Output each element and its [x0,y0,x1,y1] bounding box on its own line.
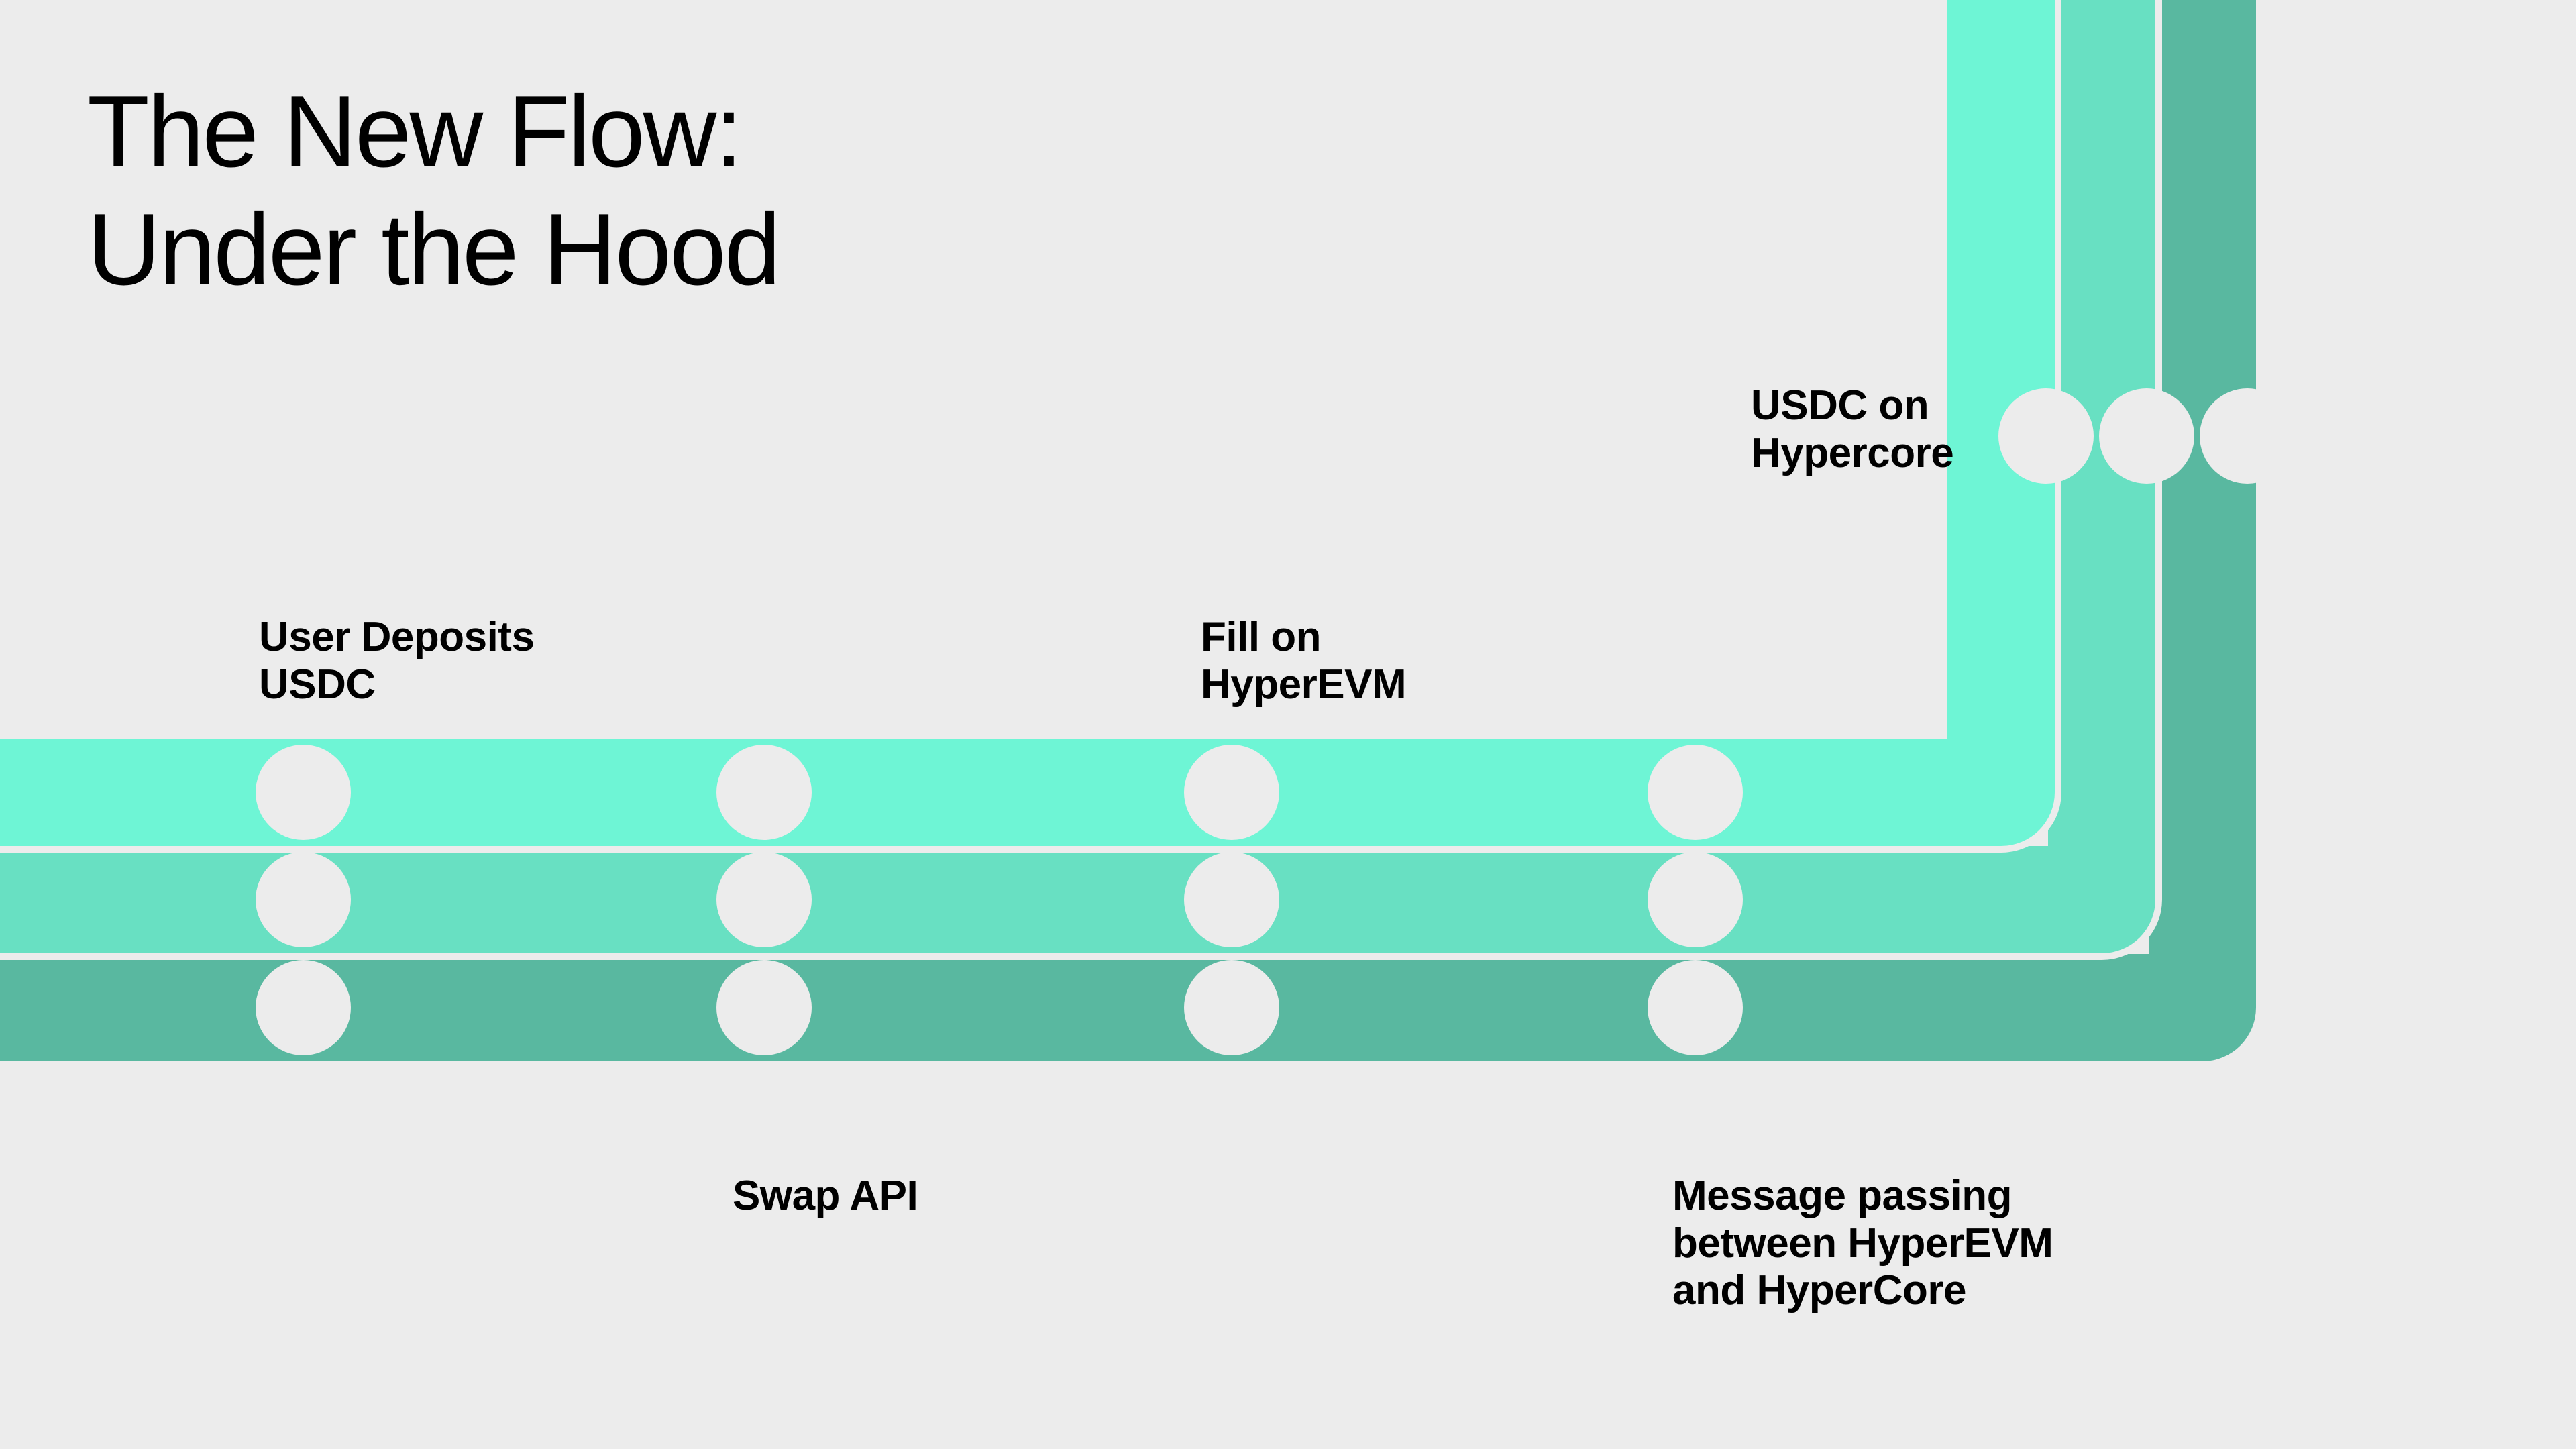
page-title-line-1: The New Flow: [87,74,743,189]
node-marker [2099,388,2194,484]
node-marker [716,960,812,1055]
node-marker [1184,852,1279,947]
node-marker [1648,745,1743,840]
flow-lane-2 [0,0,2155,953]
node-marker [1998,388,2094,484]
node-marker [256,960,351,1055]
node-marker [256,852,351,947]
label-fill-on-hyperevm: Fill on HyperEVM [1201,614,1407,708]
node-marker [716,745,812,840]
node-marker [2200,388,2295,484]
page-title-line-2: Under the Hood [87,193,781,307]
node-marker [1184,960,1279,1055]
node-marker [1648,960,1743,1055]
label-usdc-on-hypercore: USDC on Hypercore [1751,382,1954,476]
label-user-deposits: User Deposits USDC [259,614,535,708]
node-marker [256,745,351,840]
flow-lane-1 [0,0,2055,846]
label-message-passing: Message passing between HyperEVM and Hyp… [1672,1173,2053,1314]
node-marker [1648,852,1743,947]
page-title: The New Flow: Under the Hood [87,72,1093,309]
label-swap-api: Swap API [733,1173,918,1219]
node-marker [1184,745,1279,840]
flow-node-markers [256,388,2295,1055]
node-marker [716,852,812,947]
